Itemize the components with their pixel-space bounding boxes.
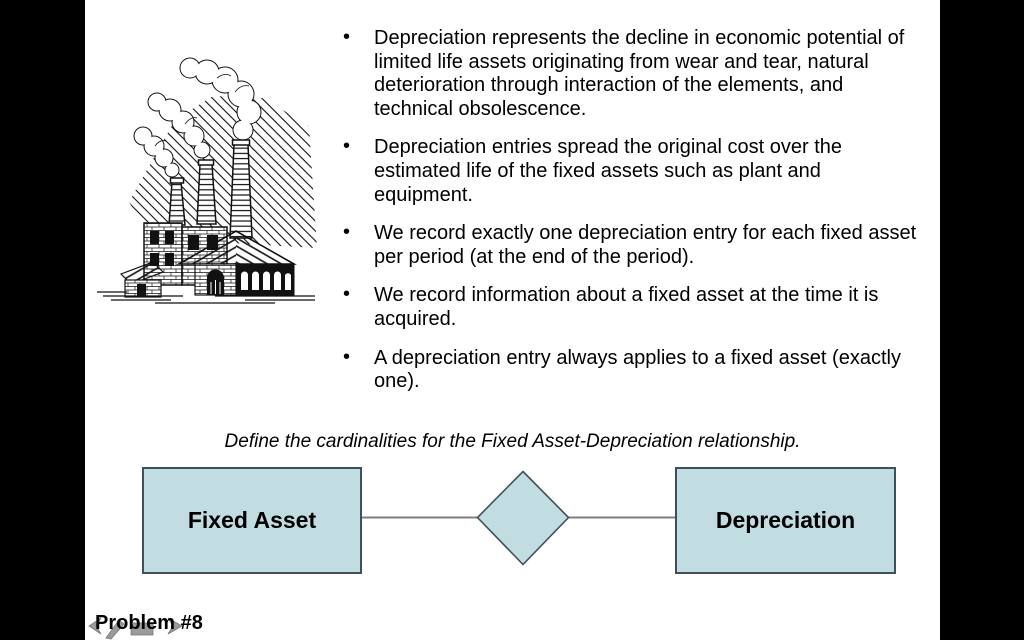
instruction-text: Define the cardinalities for the Fixed A… [224,431,801,452]
previous-slide-arrow-icon[interactable] [88,617,102,635]
bullet-item: Depreciation represents the decline in e… [330,26,922,121]
slide-menu-icon[interactable] [130,622,154,636]
bullet-item: We record exactly one depreciation entry… [330,221,922,269]
entity-fixed-asset[interactable]: Fixed Asset [142,467,362,574]
bullet-item: Depreciation entries spread the original… [330,135,922,207]
slideshow-nav-controls [88,617,183,640]
er-diagram [362,470,675,566]
bullet-list: Depreciation represents the decline in e… [330,26,922,409]
pen-tool-icon[interactable] [105,619,125,640]
factory-illustration-icon [97,57,317,304]
slide: Depreciation represents the decline in e… [85,0,940,640]
entity-label: Depreciation [715,507,856,533]
bullet-item: We record information about a fixed asse… [330,283,922,331]
bullet-item: A depreciation entry always applies to a… [330,346,922,394]
entity-depreciation[interactable]: Depreciation [675,467,896,574]
entity-label: Fixed Asset [187,507,317,533]
relationship-diamond[interactable] [476,470,570,566]
next-slide-arrow-icon[interactable] [167,617,183,635]
slide-footer-title: Problem #8 [95,612,203,634]
